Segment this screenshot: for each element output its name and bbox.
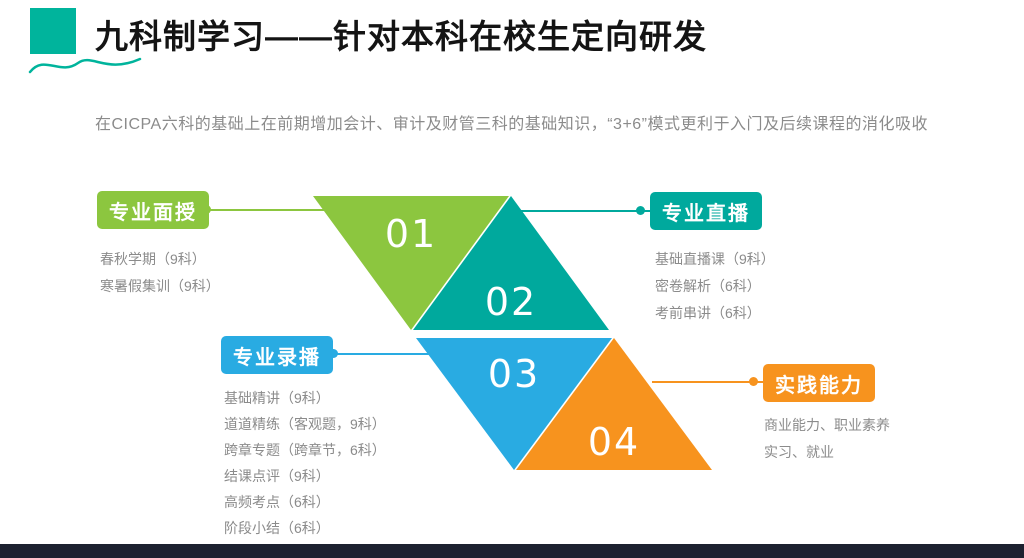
page-title: 九科制学习——针对本科在校生定向研发: [95, 18, 707, 55]
title-accent-square: [30, 8, 76, 54]
detail-item: 密卷解析（6科）: [655, 278, 761, 294]
label-recorded-courses: 专业录播: [221, 336, 333, 374]
detail-item: 实习、就业: [764, 444, 834, 460]
detail-item: 结课点评（9科）: [224, 468, 330, 484]
triangle-step-01-number: 01: [384, 212, 438, 256]
detail-item: 道道精练（客观题，9科）: [224, 416, 386, 432]
slide-subtitle: 在CICPA六科的基础上在前期增加会计、审计及财管三科的基础知识，“3+6”模式…: [95, 116, 929, 133]
detail-list-face-teaching: 春秋学期（9科） 寒暑假集训（9科）: [100, 246, 220, 300]
detail-item: 跨章专题（跨章节，6科）: [224, 442, 386, 458]
connector-dot-recorded-courses: [329, 349, 338, 358]
connector-line-face-teaching: [199, 209, 329, 211]
detail-item: 春秋学期（9科）: [100, 251, 206, 267]
detail-item: 商业能力、职业素养: [764, 417, 890, 433]
triangle-step-02-number: 02: [484, 280, 538, 324]
triangle-step-03-number: 03: [487, 352, 541, 396]
detail-item: 考前串讲（6科）: [655, 305, 761, 321]
detail-list-live-broadcast: 基础直播课（9科） 密卷解析（6科） 考前串讲（6科）: [655, 246, 775, 327]
detail-item: 阶段小结（6科）: [224, 520, 330, 536]
connector-line-practical-ability: [652, 381, 764, 383]
connector-line-live-broadcast: [520, 210, 650, 212]
connector-line-recorded-courses: [325, 353, 431, 355]
label-face-teaching: 专业面授: [97, 191, 209, 229]
triangle-step-04-number: 04: [587, 420, 641, 464]
wave-underline-icon: [28, 57, 142, 74]
label-live-broadcast: 专业直播: [650, 192, 762, 230]
detail-list-practical-ability: 商业能力、职业素养 实习、就业: [764, 412, 890, 466]
connector-dot-practical-ability: [749, 377, 758, 386]
detail-list-recorded-courses: 基础精讲（9科） 道道精练（客观题，9科） 跨章专题（跨章节，6科） 结课点评（…: [224, 385, 386, 541]
label-practical-ability: 实践能力: [763, 364, 875, 402]
connector-dot-live-broadcast: [636, 206, 645, 215]
detail-item: 基础直播课（9科）: [655, 251, 775, 267]
footer-bar: [0, 544, 1024, 558]
detail-item: 基础精讲（9科）: [224, 390, 330, 406]
detail-item: 寒暑假集训（9科）: [100, 278, 220, 294]
detail-item: 高频考点（6科）: [224, 494, 330, 510]
